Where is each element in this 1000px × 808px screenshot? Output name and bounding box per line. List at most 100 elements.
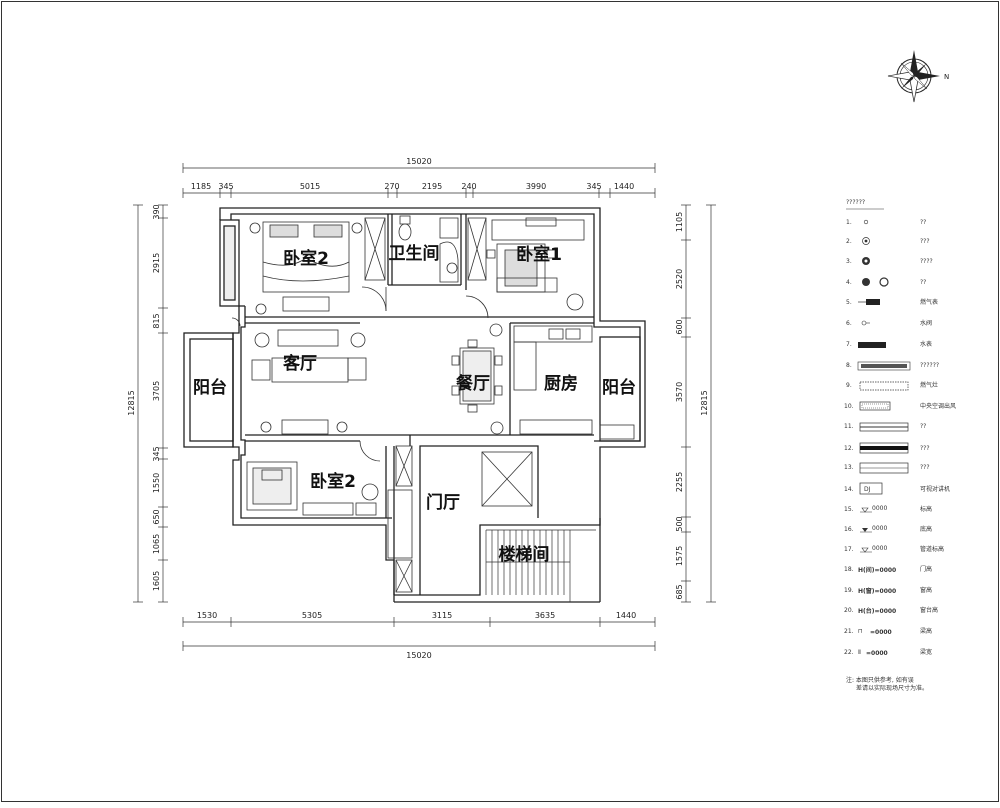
top-dim-8: 345 xyxy=(586,182,601,191)
legend-row-4: 4. ?? xyxy=(846,277,926,287)
right-dim-1: 1105 xyxy=(675,212,684,232)
legend-row-19: 19. H(窗)=0000 窗高 xyxy=(844,586,932,595)
bed-bedroom1 xyxy=(486,217,585,311)
legend-row-9: 9. 燃气灶 xyxy=(846,381,938,391)
bed-bedroom2-top xyxy=(249,221,363,315)
legend-sym-17: 0000 xyxy=(872,545,887,552)
legend-num-11: 11. xyxy=(844,423,854,430)
bottom-dimensions xyxy=(182,617,656,651)
legend-num-9: 9. xyxy=(846,382,852,389)
right-dim-7: 1575 xyxy=(675,546,684,566)
legend-num-2: 2. xyxy=(846,238,852,245)
bathroom-fixtures xyxy=(398,215,459,283)
doors xyxy=(231,286,489,462)
legend-row-5: 5. 燃气表 xyxy=(846,298,938,306)
wardrobes xyxy=(364,217,533,593)
legend-num-17: 17. xyxy=(844,546,854,553)
right-dim-5: 2255 xyxy=(675,472,684,492)
legend-num-10: 10. xyxy=(844,403,854,410)
room-label-kitchen: 厨房 xyxy=(544,373,578,394)
legend-desc-22: 梁宽 xyxy=(920,648,932,656)
legend-row-11: 11. ?? xyxy=(844,422,926,432)
top-dim-7: 3990 xyxy=(526,182,546,191)
right-dim-4: 3570 xyxy=(675,382,684,402)
legend-num-4: 4. xyxy=(846,279,852,286)
bottom-dim-5: 1440 xyxy=(616,611,636,620)
legend-desc-21: 梁高 xyxy=(920,627,932,635)
room-label-bedroom1: 卧室1 xyxy=(516,244,562,265)
legend-desc-3: ???? xyxy=(920,258,933,265)
room-label-living: 客厅 xyxy=(282,353,317,374)
legend-desc-15: 标高 xyxy=(920,505,932,513)
bottom-dim-4: 3635 xyxy=(535,611,555,620)
legend-sym-22: =0000 xyxy=(866,650,888,657)
top-dimensions xyxy=(182,163,656,198)
legend-num-1: 1. xyxy=(846,219,852,226)
legend-note-line-1: 注: 本图只供参考, 如有误 xyxy=(846,676,914,684)
legend-desc-13: ??? xyxy=(920,464,930,471)
bottom-dim-3: 3115 xyxy=(432,611,452,620)
right-dimensions xyxy=(681,204,716,603)
legend-desc-9: 燃气灶 xyxy=(920,381,938,389)
room-label-bedroom2-top: 卧室2 xyxy=(283,248,329,269)
legend-num-15: 15. xyxy=(844,506,854,513)
compass-north-label: N xyxy=(944,73,949,81)
left-dim-7: 650 xyxy=(152,509,161,524)
legend-row-22: 22. Ⅱ =0000 梁宽 xyxy=(844,648,932,657)
legend-row-20: 20. H(台)=0000 窗台高 xyxy=(844,606,938,615)
legend-desc-6: 水阀 xyxy=(920,319,932,327)
right-dim-6: 500 xyxy=(675,516,684,531)
legend-row-12: 12. ??? xyxy=(844,442,930,454)
legend-row-17: 17. 0000 管道标高 xyxy=(844,545,944,553)
compass-rose: N xyxy=(887,50,949,103)
left-dim-6: 1550 xyxy=(152,473,161,493)
legend-sym-20: H(台)=0000 xyxy=(858,607,896,615)
bottom-dim-1: 1530 xyxy=(197,611,217,620)
legend-title: ?????? xyxy=(846,199,865,206)
right-total-dimension: 12815 xyxy=(700,390,709,415)
legend-row-2: 2. ??? xyxy=(846,237,930,245)
legend-row-1: 1. ?? xyxy=(846,219,926,226)
legend-num-18: 18. xyxy=(844,566,854,573)
room-label-bedroom2-bottom: 卧室2 xyxy=(310,471,356,492)
legend-beam-mark-22: Ⅱ xyxy=(858,649,861,656)
legend-num-22: 22. xyxy=(844,649,854,656)
living-room-sofa xyxy=(251,329,367,435)
legend-desc-12: ??? xyxy=(920,445,930,452)
legend-row-10: 10. 中央空调出风 xyxy=(844,401,956,411)
left-dim-5: 345 xyxy=(152,446,161,461)
legend-desc-2: ??? xyxy=(920,238,930,245)
top-dim-3: 5015 xyxy=(300,182,320,191)
top-dim-5: 2195 xyxy=(422,182,442,191)
left-dim-2: 2915 xyxy=(152,253,161,273)
legend-row-15: 15. 0000 标高 xyxy=(844,505,932,513)
legend-desc-19: 窗高 xyxy=(920,586,932,594)
top-total-dimension: 15020 xyxy=(406,157,431,166)
bottom-total-dimension: 15020 xyxy=(406,651,431,660)
legend-num-21: 21. xyxy=(844,628,854,635)
legend-note-line-2: 差请以实际现场尺寸为准。 xyxy=(856,684,928,692)
walls xyxy=(183,207,646,603)
legend-sym-18: H(间)=0000 xyxy=(858,566,896,574)
legend-row-13: 13. ??? xyxy=(844,462,930,474)
legend-desc-17: 管道标高 xyxy=(920,545,944,553)
legend-desc-10: 中央空调出风 xyxy=(920,402,956,410)
dining-table xyxy=(451,323,504,435)
legend-num-14: 14. xyxy=(844,486,854,493)
legend-num-13: 13. xyxy=(844,464,854,471)
legend-num-7: 7. xyxy=(846,341,852,348)
legend-num-3: 3. xyxy=(846,258,852,265)
legend-sym-16: 0000 xyxy=(872,525,887,532)
kitchen-counter xyxy=(513,325,635,440)
room-label-foyer: 门厅 xyxy=(426,492,460,513)
room-label-dining: 餐厅 xyxy=(456,373,490,394)
legend-num-12: 12. xyxy=(844,445,854,452)
legend-row-16: 16. 0000 底高 xyxy=(844,525,932,533)
legend-row-8: 8. ?????? xyxy=(846,361,939,371)
left-dim-4: 3705 xyxy=(152,381,161,401)
legend-desc-11: ?? xyxy=(920,423,926,430)
legend-num-5: 5. xyxy=(846,299,852,306)
